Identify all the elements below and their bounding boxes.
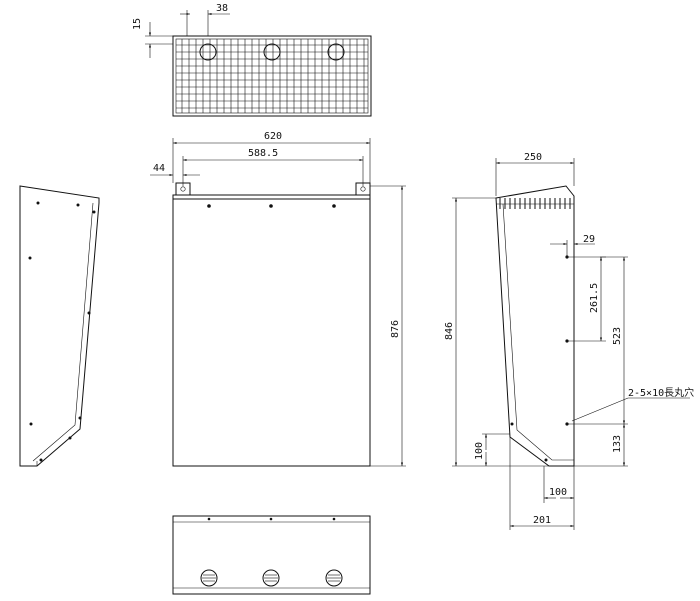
- dim-876-label: 876: [390, 320, 401, 338]
- dim-846-label: 846: [444, 322, 455, 340]
- dim-44-label: 44: [153, 163, 165, 174]
- dim-620: 620: [172, 131, 371, 183]
- grid-lines: [176, 39, 368, 113]
- dim-201-label: 201: [533, 515, 551, 526]
- hole-note-label: 2-5×10長丸穴: [628, 386, 694, 399]
- dim-5885-label: 588.5: [248, 148, 278, 159]
- dim-100-bottom-label: 100: [549, 487, 567, 498]
- dim-201: 201: [509, 437, 575, 530]
- knockout-2: [262, 569, 280, 587]
- dim-15: 15: [132, 18, 173, 58]
- dim-29-label: 29: [583, 234, 595, 245]
- dim-29: 29: [550, 234, 595, 257]
- right-side-view: [495, 185, 575, 467]
- bottom-view: [172, 515, 371, 595]
- dim-2615: 261.5: [567, 256, 606, 342]
- dim-250-label: 250: [524, 152, 542, 163]
- dim-523-label: 523: [612, 327, 623, 345]
- dim-5885: 588.5: [182, 148, 364, 186]
- dim-100-bottom: 100: [543, 466, 575, 503]
- dim-100-left: 100: [474, 433, 510, 466]
- knockout-1: [200, 569, 218, 587]
- front-view: [172, 182, 371, 467]
- dim-523: 523: [567, 256, 628, 425]
- dim-38-label: 38: [216, 3, 228, 14]
- knockout-3: [325, 569, 343, 587]
- dim-15-label: 15: [132, 18, 143, 30]
- top-grid-view: [172, 35, 372, 117]
- dim-2615-label: 261.5: [589, 283, 600, 313]
- dim-250: 250: [495, 152, 575, 196]
- dim-620-label: 620: [264, 131, 282, 142]
- grid-hole-1: [199, 43, 217, 61]
- hole-note: 2-5×10長丸穴: [571, 386, 694, 422]
- grid-hole-3: [327, 43, 345, 61]
- louver-ticks: [499, 198, 571, 209]
- dim-846: 846: [444, 197, 549, 467]
- left-side-view: [19, 185, 100, 467]
- dim-133-label: 133: [612, 435, 623, 453]
- dim-38: 38: [180, 3, 230, 36]
- dim-133: 133: [574, 424, 628, 467]
- dim-100-left-label: 100: [474, 442, 485, 460]
- dim-876: 876: [370, 185, 406, 467]
- grid-hole-2: [263, 43, 281, 61]
- dim-44: 44: [150, 163, 200, 177]
